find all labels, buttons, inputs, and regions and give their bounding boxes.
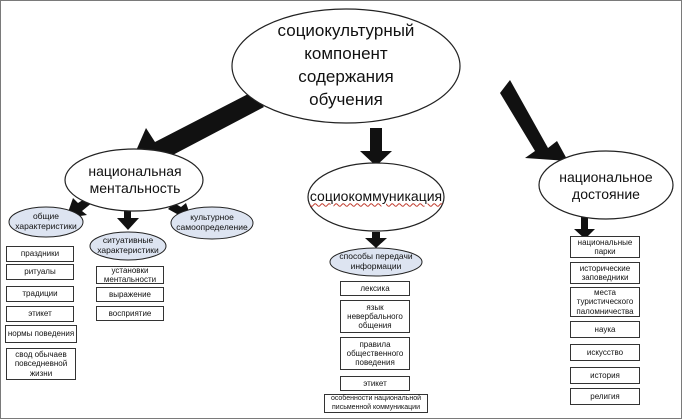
arrow-to-communication — [360, 128, 392, 166]
general-item: традиции — [6, 286, 74, 302]
communication-title: социокоммуникация — [309, 188, 443, 205]
center-title: социокультурный компонент содержания обу… — [277, 21, 415, 109]
heritage-item: места туристического паломничества — [570, 287, 640, 317]
situational-ellipse — [89, 231, 167, 261]
mentality-ellipse — [64, 148, 204, 212]
general-item: свод обычаев повседневной жизни — [6, 348, 76, 380]
heritage-title: национальное достояние — [559, 168, 653, 203]
situational-item: восприятие — [96, 306, 164, 321]
cultural-ellipse — [170, 206, 254, 240]
general-ellipse — [8, 206, 84, 238]
situational-item: выражение — [96, 287, 164, 302]
general-item: ритуалы — [6, 264, 74, 280]
communication-group-ellipse — [329, 247, 423, 277]
communication-group-title: способы передачи информации — [339, 251, 413, 271]
center-ellipse — [231, 8, 461, 124]
communication-ellipse — [307, 162, 445, 232]
arrow-to-communication-group — [365, 232, 387, 248]
heritage-item: национальные парки — [570, 236, 640, 258]
situational-item: установки ментальности — [96, 266, 164, 284]
arrow-to-situational — [117, 206, 139, 230]
situational-title: ситуативные характеристики — [97, 235, 159, 255]
general-item: праздники — [6, 246, 74, 262]
heritage-item: история — [570, 367, 640, 384]
general-item: этикет — [6, 306, 74, 322]
communication-item: особенности национальной письменной комм… — [324, 394, 428, 413]
communication-item: этикет — [340, 376, 410, 391]
heritage-item: искусство — [570, 344, 640, 361]
heritage-item: наука — [570, 321, 640, 338]
communication-item: правила общественного поведения — [340, 337, 410, 370]
heritage-item: религия — [570, 388, 640, 405]
heritage-item: исторические заповедники — [570, 262, 640, 284]
arrow-to-heritage — [500, 80, 568, 161]
communication-item: язык невербального общения — [340, 300, 410, 333]
heritage-ellipse — [538, 150, 674, 220]
communication-item: лексика — [340, 281, 410, 296]
mentality-title: национальная ментальность — [88, 162, 182, 197]
arrow-to-heritage-items — [574, 214, 595, 239]
general-item: нормы поведения — [5, 325, 77, 343]
cultural-title: культурное самоопределение — [176, 212, 248, 232]
general-title: общие характеристики — [15, 211, 77, 231]
